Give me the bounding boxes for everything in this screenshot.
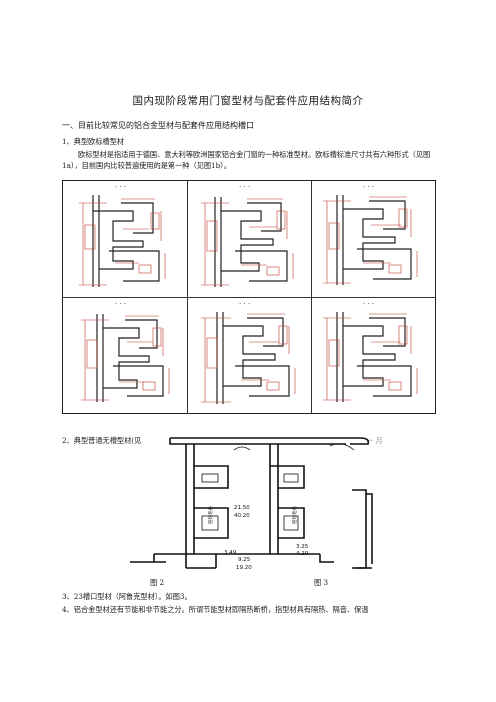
panel-caption: · · · — [115, 183, 127, 191]
panel-caption: · · · — [239, 183, 251, 191]
dimension-label: 40.20 — [234, 513, 250, 519]
item-heading-1: 1、典型欧标槽型材 — [62, 137, 125, 146]
section-heading-1: 一、目前比较常见的铝合金型材与配套件应用结构槽口 — [62, 121, 254, 130]
profile-section-svg — [201, 197, 294, 287]
profile-drawing-4: · · · — [63, 298, 187, 414]
seal-label: 密封毛条 — [291, 506, 298, 524]
profile-section-svg — [201, 312, 296, 404]
item-heading-2: 2、典型普通无槽型材(见 — [62, 436, 142, 445]
dimension-label: 9.25 — [238, 557, 251, 563]
profile-section-svg — [323, 312, 418, 402]
profile-drawing-6: · · · — [311, 298, 435, 414]
panel-caption: · · · — [239, 300, 251, 308]
dimension-label: 4.20 — [296, 551, 309, 557]
profile-section-svg — [323, 195, 418, 285]
profile-cross-section-svg: 21.50 40.20 3.49 3.25 4.20 9.25 19.20 密封… — [130, 437, 373, 571]
figure-2-caption: 图 2 — [150, 578, 165, 587]
panel-caption: · · · — [363, 300, 375, 308]
profile-section-svg — [81, 314, 170, 402]
panel-caption: · · · — [115, 300, 127, 308]
seal-label: 密封毛条 — [207, 506, 214, 524]
dimension-label: 3.25 — [296, 544, 309, 550]
item-heading-2-tail: 一 月 — [366, 436, 383, 445]
grid-divider — [63, 297, 435, 298]
profile-drawing-2: · · · — [187, 181, 311, 297]
dimension-label: 3.49 — [224, 550, 237, 556]
profile-drawing-5: · · · — [187, 298, 311, 414]
profile-section-svg — [79, 195, 166, 287]
panel-caption: · · · — [363, 183, 375, 191]
page-title: 国内现阶段常用门窗型材与配套件应用结构简介 — [132, 95, 364, 107]
profile-drawing-1: · · · — [63, 181, 187, 297]
dimension-label: 21.50 — [234, 505, 250, 511]
item-heading-4: 4、铝合金型材还有节能和非节能之分。所谓节能型材即隔热断桥，指型材具有隔热、隔音… — [62, 605, 369, 614]
figure-1-panel-grid: · · · · · · — [62, 180, 436, 414]
paragraph-euro-groove: 欧标型材是指适用于德国、意大利等欧洲国家铝合金门窗的一种标准型材。欧标槽标准尺寸… — [62, 150, 431, 170]
dimension-label: 19.20 — [236, 565, 252, 571]
profile-drawing-3: · · · — [311, 181, 435, 297]
item-heading-3: 3、23槽口型材（阿鲁克型材）。如图3。 — [62, 592, 192, 601]
figure-3-caption: 图 3 — [314, 578, 329, 587]
figure-2-3-drawing: 21.50 40.20 3.49 3.25 4.20 9.25 19.20 密封… — [120, 436, 390, 574]
